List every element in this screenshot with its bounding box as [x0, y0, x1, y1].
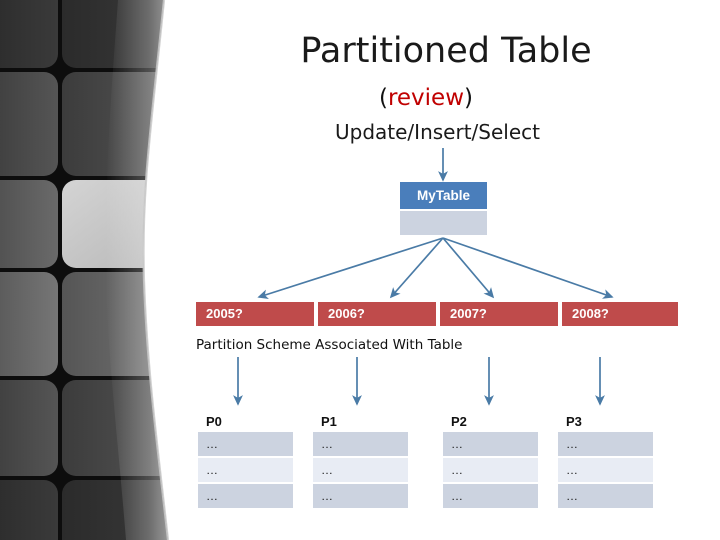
partition-scheme-cell-2007: 2007?: [440, 302, 558, 326]
arrow-mytable-to-2008: [442, 237, 614, 299]
mytable-box: MyTable: [400, 182, 487, 235]
partition-row: …: [198, 432, 293, 456]
arrow-mytable-to-2006: [389, 237, 444, 299]
partition-row: …: [313, 432, 408, 456]
partition-scheme-band: 2005? 2006? 2007? 2008?: [196, 302, 678, 326]
partition-row: …: [558, 432, 653, 456]
partition-row: …: [313, 458, 408, 482]
partition-row: …: [443, 484, 538, 508]
partition-row: …: [443, 432, 538, 456]
page-title: Partitioned Table: [300, 31, 592, 71]
partition-scheme-caption: Partition Scheme Associated With Table: [196, 337, 463, 353]
partition-table-p0: P0 … … …: [198, 412, 293, 510]
subtitle-paren-close: ): [464, 85, 474, 111]
arrow-mytable-to-2007: [442, 237, 495, 299]
partition-row: …: [313, 484, 408, 508]
mytable-header-label: MyTable: [400, 182, 487, 209]
partition-label-p0: P0: [206, 414, 222, 429]
partition-scheme-cell-2005: 2005?: [196, 302, 314, 326]
partition-scheme-cell-2008: 2008?: [562, 302, 678, 326]
partition-table-p2: P2 … … …: [443, 412, 538, 510]
mytable-body: [400, 211, 487, 235]
partition-row: …: [198, 484, 293, 508]
partition-scheme-cell-2006: 2006?: [318, 302, 436, 326]
partition-label-p1: P1: [321, 414, 337, 429]
partition-label-p3: P3: [566, 414, 582, 429]
tile-grid-graphic: [0, 0, 170, 540]
decorative-tile-panel: [0, 0, 172, 540]
partition-table-p3: P3 … … …: [558, 412, 653, 510]
partition-row: …: [558, 484, 653, 508]
subtitle-paren-open: (: [378, 85, 388, 111]
operations-label: Update/Insert/Select: [335, 120, 540, 144]
subtitle-review-word: review: [387, 85, 465, 111]
partition-row: …: [443, 458, 538, 482]
partition-table-p1: P1 … … …: [313, 412, 408, 510]
subtitle-review: (review): [196, 84, 656, 112]
partition-row: …: [198, 458, 293, 482]
partition-row: …: [558, 458, 653, 482]
partition-label-p2: P2: [451, 414, 467, 429]
arrow-mytable-to-2005: [257, 237, 444, 299]
